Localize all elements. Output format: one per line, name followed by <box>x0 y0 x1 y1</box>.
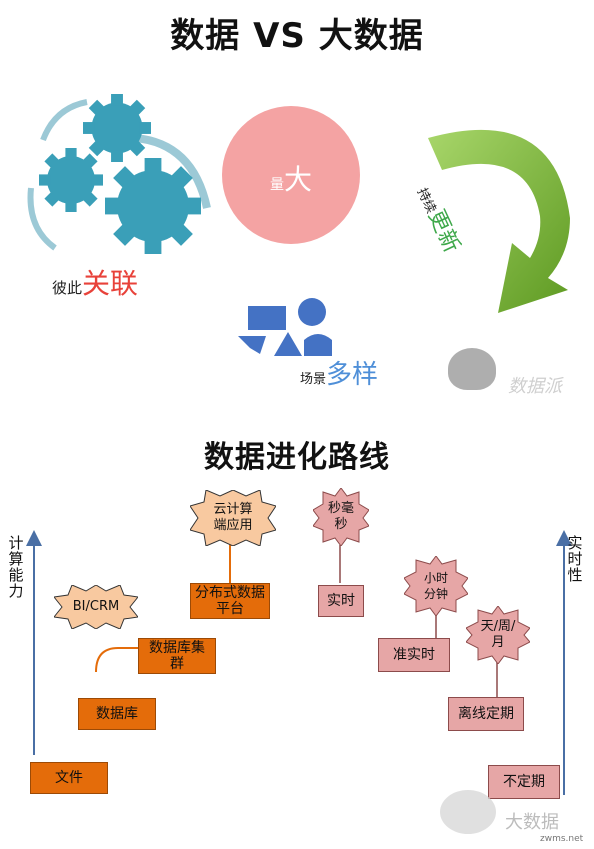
burst-days-text: 天/周/月 <box>466 606 530 664</box>
main-title: 数据 VS 大数据 <box>170 16 424 56</box>
step-near-realtime: 准实时 <box>378 638 450 672</box>
step-database: 数据库 <box>78 698 156 730</box>
burst-seconds-label: 秒毫秒 <box>327 501 354 532</box>
step-distributed-platform-text: 分布式数据平台 <box>195 585 265 617</box>
step-database-cluster: 数据库集群 <box>138 638 216 674</box>
burst-seconds-text: 秒毫秒 <box>313 488 369 546</box>
relation-highlight: 关联 <box>82 267 139 300</box>
update-arrow <box>428 129 570 313</box>
burst-bi-crm-text: BI/CRM <box>72 599 120 614</box>
burst-bi-crm <box>54 585 138 629</box>
shapes-graphic <box>238 298 332 356</box>
burst-cloud-label: 云计算端应用 <box>213 502 253 533</box>
volume-circle <box>222 106 360 244</box>
volume-highlight: 大 <box>283 163 312 196</box>
burst-hours-label: 小时分钟 <box>423 571 448 601</box>
volume-label: 量大 <box>222 158 360 198</box>
burst-hours <box>404 556 468 616</box>
watermark-logo-top <box>448 348 496 390</box>
step-file: 文件 <box>30 762 108 794</box>
burst-hours-text: 小时分钟 <box>404 556 468 616</box>
relation-label: 彼此关联 <box>52 262 138 302</box>
step-realtime: 实时 <box>318 585 364 617</box>
watermark-text-top: 数据派 <box>508 376 562 397</box>
volume-prefix: 量 <box>269 177 284 193</box>
left-axis-label: 计算能力 <box>8 534 24 600</box>
gears-graphic <box>27 94 211 254</box>
burst-days <box>466 606 530 664</box>
burst-cloud <box>190 490 276 546</box>
burst-days-label: 天/周/月 <box>480 619 516 650</box>
variety-highlight: 多样 <box>326 360 379 390</box>
watermark-corner: zwms.net <box>540 834 584 844</box>
section-title: 数据进化路线 <box>204 440 390 475</box>
step-database-cluster-text: 数据库集群 <box>149 640 205 672</box>
right-axis-label: 实时性 <box>567 534 583 584</box>
step-irregular: 不定期 <box>488 765 560 799</box>
watermark-text-bottom: 大数据 <box>505 812 559 833</box>
watermark-logo-bottom <box>440 790 496 834</box>
variety-prefix: 场景 <box>300 372 327 387</box>
burst-seconds <box>313 488 369 546</box>
step-distributed-platform: 分布式数据平台 <box>190 583 270 619</box>
variety-label: 场景多样 <box>300 354 378 391</box>
step-offline-periodic: 离线定期 <box>448 697 524 731</box>
relation-prefix: 彼此 <box>52 279 83 297</box>
burst-cloud-text: 云计算端应用 <box>190 490 276 546</box>
